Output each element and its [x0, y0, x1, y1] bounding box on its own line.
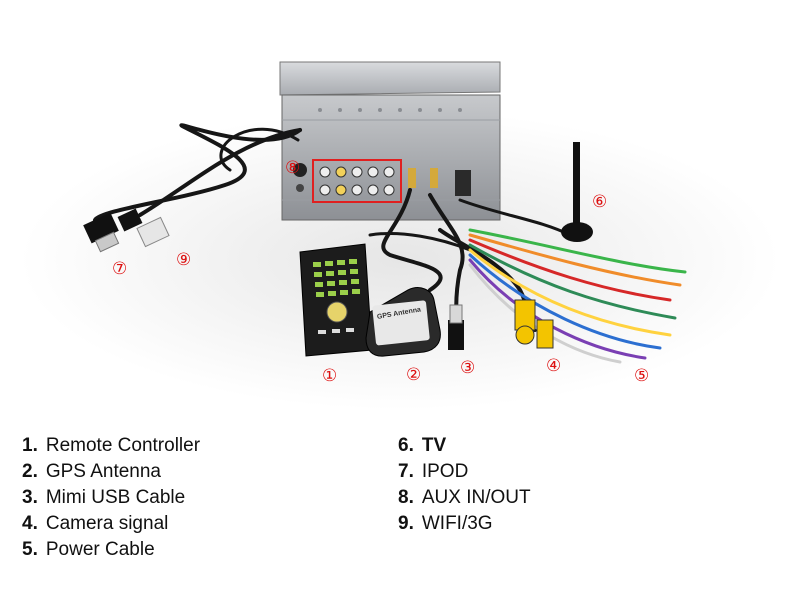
marker-6: ⑥ [592, 192, 608, 212]
legend-label: Power Cable [45, 539, 155, 560]
head-unit-chassis [279, 61, 501, 221]
legend-number: 1. [22, 435, 38, 456]
legend-item-7: 7. IPOD [398, 461, 468, 483]
legend-label: IPOD [421, 461, 469, 482]
legend-item-5: 5. Power Cable [22, 539, 155, 561]
legend-number: 5. [22, 539, 38, 560]
legend-number: 3. [22, 487, 38, 508]
legend-item-3: 3. Mimi USB Cable [22, 487, 185, 509]
marker-4: ④ [546, 356, 562, 376]
legend-number: 9. [398, 513, 414, 534]
legend-item-1: 1. Remote Controller [22, 435, 200, 457]
power-wires [468, 228, 687, 364]
marker-8: ⑧ [285, 158, 301, 178]
legend-label: Camera signal [45, 513, 169, 534]
marker-9: ⑨ [176, 250, 192, 270]
legend-label: TV [421, 435, 447, 456]
legend-item-6: 6. TV [398, 435, 446, 457]
legend-label: WIFI/3G [421, 513, 493, 534]
marker-3: ③ [460, 358, 476, 378]
camera-connector [514, 299, 554, 349]
antenna-connectors [408, 168, 471, 196]
marker-5: ⑤ [634, 366, 650, 386]
product-photo: GPS Antenna [20, 61, 780, 410]
legend-item-2: 2. GPS Antenna [22, 461, 161, 483]
rca-block [293, 159, 402, 203]
legend-item-9: 9. WIFI/3G [398, 513, 493, 535]
ipod-connector [83, 212, 120, 253]
legend-item-4: 4. Camera signal [22, 513, 168, 535]
legend-label: AUX IN/OUT [421, 487, 531, 508]
usb-connectors [117, 208, 464, 350]
legend-number: 6. [398, 435, 414, 456]
legend-label: Mimi USB Cable [45, 487, 186, 508]
marker-7: ⑦ [112, 259, 128, 279]
legend-number: 7. [398, 461, 414, 482]
legend-number: 2. [22, 461, 38, 482]
legend-number: 8. [398, 487, 414, 508]
legend-label: GPS Antenna [45, 461, 162, 482]
tv-antenna [561, 142, 593, 242]
marker-1: ① [322, 366, 338, 386]
remote-controller-shape [299, 243, 373, 357]
legend-number: 4. [22, 513, 38, 534]
cables [93, 123, 572, 337]
legend-label: Remote Controller [45, 435, 201, 456]
gps-antenna-shape: GPS Antenna [365, 287, 441, 357]
marker-2: ② [406, 365, 422, 385]
legend-item-8: 8. AUX IN/OUT [398, 487, 531, 509]
